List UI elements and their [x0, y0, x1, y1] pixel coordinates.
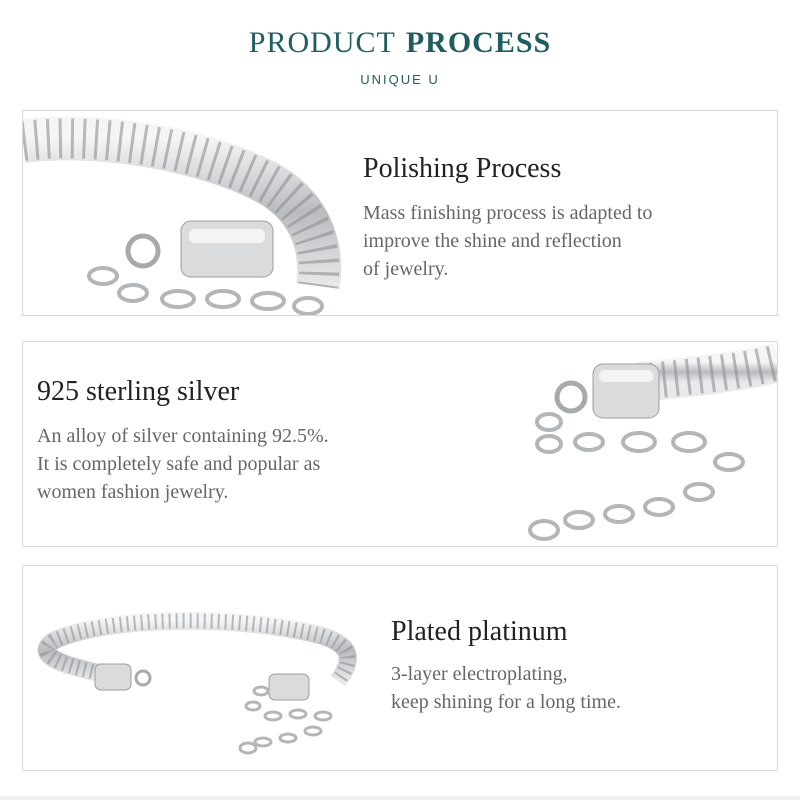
section-title: Polishing Process [363, 153, 562, 184]
section-description-line: of jewelry. [363, 258, 449, 280]
section-description-line: improve the shine and reflection [363, 230, 622, 252]
section-title: 925 sterling silver [37, 376, 240, 407]
section-description-line: women fashion jewelry. [37, 481, 229, 503]
brand-subtitle: UNIQUE U [360, 72, 440, 87]
bottom-divider [0, 796, 800, 800]
title-bold: PROCESS [405, 26, 552, 59]
section-description-line: keep shining for a long time. [391, 691, 621, 713]
section-plated-platinum: Plated platinum 3-layer electroplating, … [22, 565, 778, 771]
snake-chain-bracelet-clasp-closeup [23, 116, 342, 315]
bracelet-extender-chain-closeup [528, 342, 777, 541]
section-title: Plated platinum [391, 616, 568, 647]
section-description-line: Mass finishing process is adapted to [363, 202, 653, 224]
full-snake-chain-bracelet [37, 611, 357, 755]
section-sterling-silver: 925 sterling silver An alloy of silver c… [22, 341, 778, 547]
section-description-line: 3-layer electroplating, [391, 663, 568, 685]
section-polishing-process: Polishing Process Mass finishing process… [22, 110, 778, 316]
page-title: PRODUCT PROCESS [0, 26, 800, 60]
page-header: PRODUCT PROCESS UNIQUE U [0, 0, 800, 110]
section-description-line: It is completely safe and popular as [37, 453, 321, 475]
section-description-line: An alloy of silver containing 92.5%. [37, 425, 329, 447]
title-regular: PRODUCT [248, 26, 396, 59]
